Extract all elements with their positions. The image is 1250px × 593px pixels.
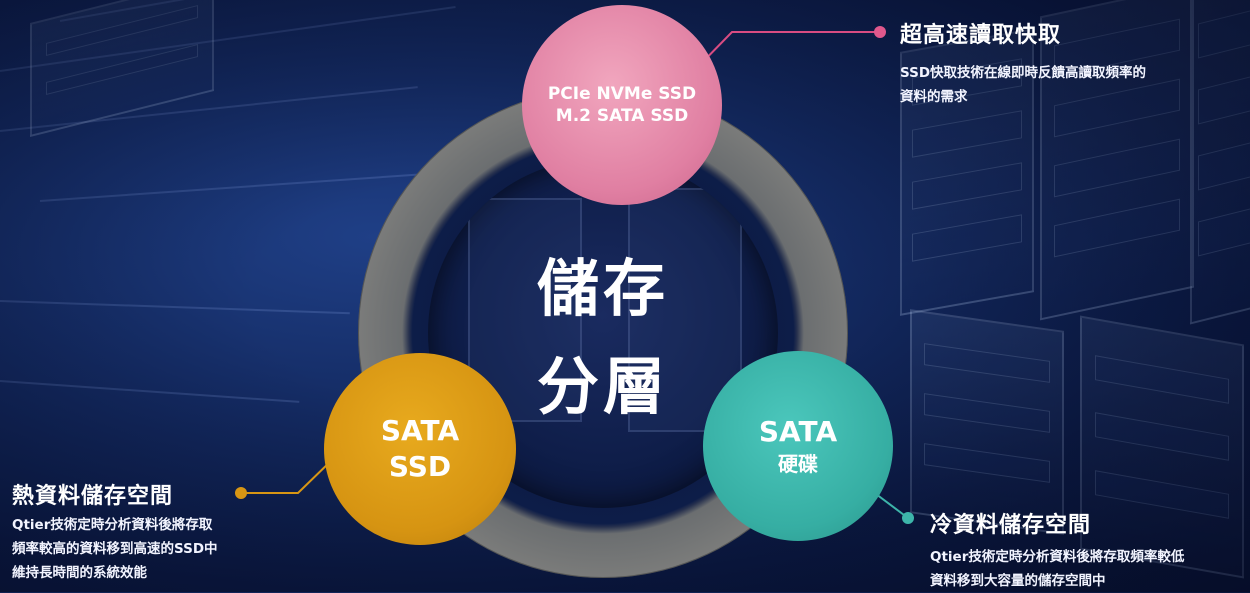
node-label: M.2 SATA SSD (555, 106, 689, 126)
connector-left (241, 457, 335, 494)
connector-top-dot (874, 26, 886, 38)
callout-desc-line: 資料的需求 (900, 89, 968, 105)
callout-top-title: 超高速讀取快取 (900, 23, 1062, 48)
callout-left-title: 熱資料儲存空間 (12, 484, 174, 509)
callout-left-desc: Qtier技術定時分析資料後將存取 頻率較高的資料移到高速的SSD中 維持長時間… (12, 513, 218, 585)
center-title-line: 分層 (536, 350, 669, 423)
connector-right-dot (902, 512, 914, 524)
callout-desc-line: 資料移到大容量的儲存空間中 (930, 573, 1106, 589)
node-label: SATA (380, 414, 460, 447)
callout-desc-line: SSD快取技術在線即時反饋高讀取頻率的 (900, 65, 1147, 81)
center-title-line: 儲存 (536, 252, 669, 325)
connector-top (689, 31, 880, 76)
callout-desc-line: Qtier技術定時分析資料後將存取頻率較低 (930, 549, 1185, 565)
callout-right-desc: Qtier技術定時分析資料後將存取頻率較低 資料移到大容量的儲存空間中 (930, 545, 1184, 593)
node-pcie-nvme-ssd: PCIe NVMe SSD M.2 SATA SSD (522, 5, 722, 205)
callout-top-desc: SSD快取技術在線即時反饋高讀取頻率的 資料的需求 (900, 61, 1146, 109)
node-sata-ssd: SATA SSD (324, 353, 516, 545)
node-label: SATA (758, 415, 838, 448)
node-label: SSD (388, 450, 452, 483)
callout-desc-line: 頻率較高的資料移到高速的SSD中 (12, 541, 218, 557)
node-label: 硬碟 (778, 452, 818, 476)
node-sata-hdd: SATA 硬碟 (703, 351, 893, 541)
callout-desc-line: 維持長時間的系統效能 (12, 565, 147, 581)
node-label: PCIe NVMe SSD (547, 84, 697, 104)
callout-right-title: 冷資料儲存空間 (930, 513, 1092, 538)
callout-desc-line: Qtier技術定時分析資料後將存取 (12, 517, 213, 533)
center-title: 儲存 分層 (503, 240, 703, 436)
